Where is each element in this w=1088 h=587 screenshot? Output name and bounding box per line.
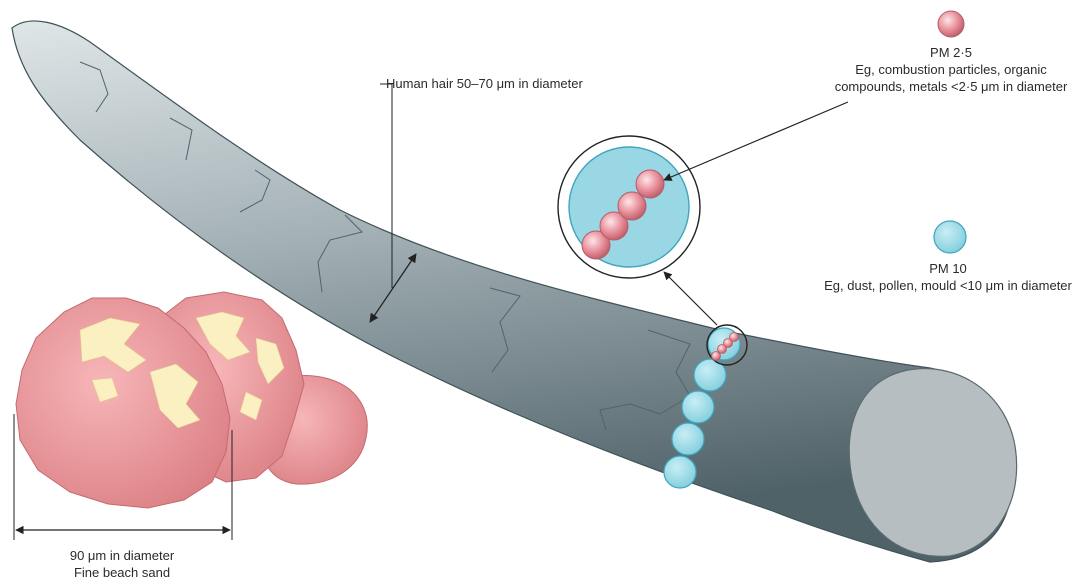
magnified-pm25-particle xyxy=(581,230,611,260)
pm10-particle xyxy=(681,390,715,424)
pm10-title: PM 10 xyxy=(929,261,967,276)
pm10-particle xyxy=(663,455,697,489)
sand-grain-left xyxy=(15,297,231,509)
pm10-description: Eg, dust, pollen, mould <10 μm in diamet… xyxy=(824,278,1072,293)
pm25-label: PM 2·5 Eg, combustion particles, organic… xyxy=(816,44,1086,95)
pm25-legend-icon xyxy=(937,10,965,38)
pm10-particle xyxy=(671,422,705,456)
sand-label: 90 μm in diameter Fine beach sand xyxy=(40,547,204,581)
pm10-particle xyxy=(693,358,727,392)
sand-diameter-marker xyxy=(13,414,233,540)
human-hair xyxy=(11,20,1018,563)
magnified-pm25-particle xyxy=(617,191,647,221)
pm10-legend-icon xyxy=(933,220,967,254)
pm10-label: PM 10 Eg, dust, pollen, mould <10 μm in … xyxy=(810,260,1086,294)
magnify-source-ring xyxy=(706,324,748,366)
hair-cut-end xyxy=(848,368,1018,557)
pm25-description-line1: Eg, combustion particles, organic xyxy=(855,62,1047,77)
sand-diameter-text: 90 μm in diameter xyxy=(69,548,175,563)
sand-name-text: Fine beach sand xyxy=(73,565,171,580)
pm10-particles-on-hair xyxy=(663,327,741,489)
pm25-description-line2: compounds, metals <2·5 μm in diameter xyxy=(834,79,1068,94)
magnified-pm25-particle xyxy=(635,169,665,199)
magnified-pm25-particle xyxy=(599,211,629,241)
sand-grain xyxy=(15,291,368,509)
pm25-title: PM 2·5 xyxy=(930,45,972,60)
pm25-pointer-arrow xyxy=(663,101,849,181)
magnify-arrow xyxy=(663,271,718,326)
sand-highlights xyxy=(79,311,285,429)
hair-diameter-marker xyxy=(369,83,417,323)
hair-label: Human hair 50–70 μm in diameter xyxy=(386,76,583,91)
magnified-inset xyxy=(557,135,701,279)
hair-cuticle-scales xyxy=(79,61,691,431)
